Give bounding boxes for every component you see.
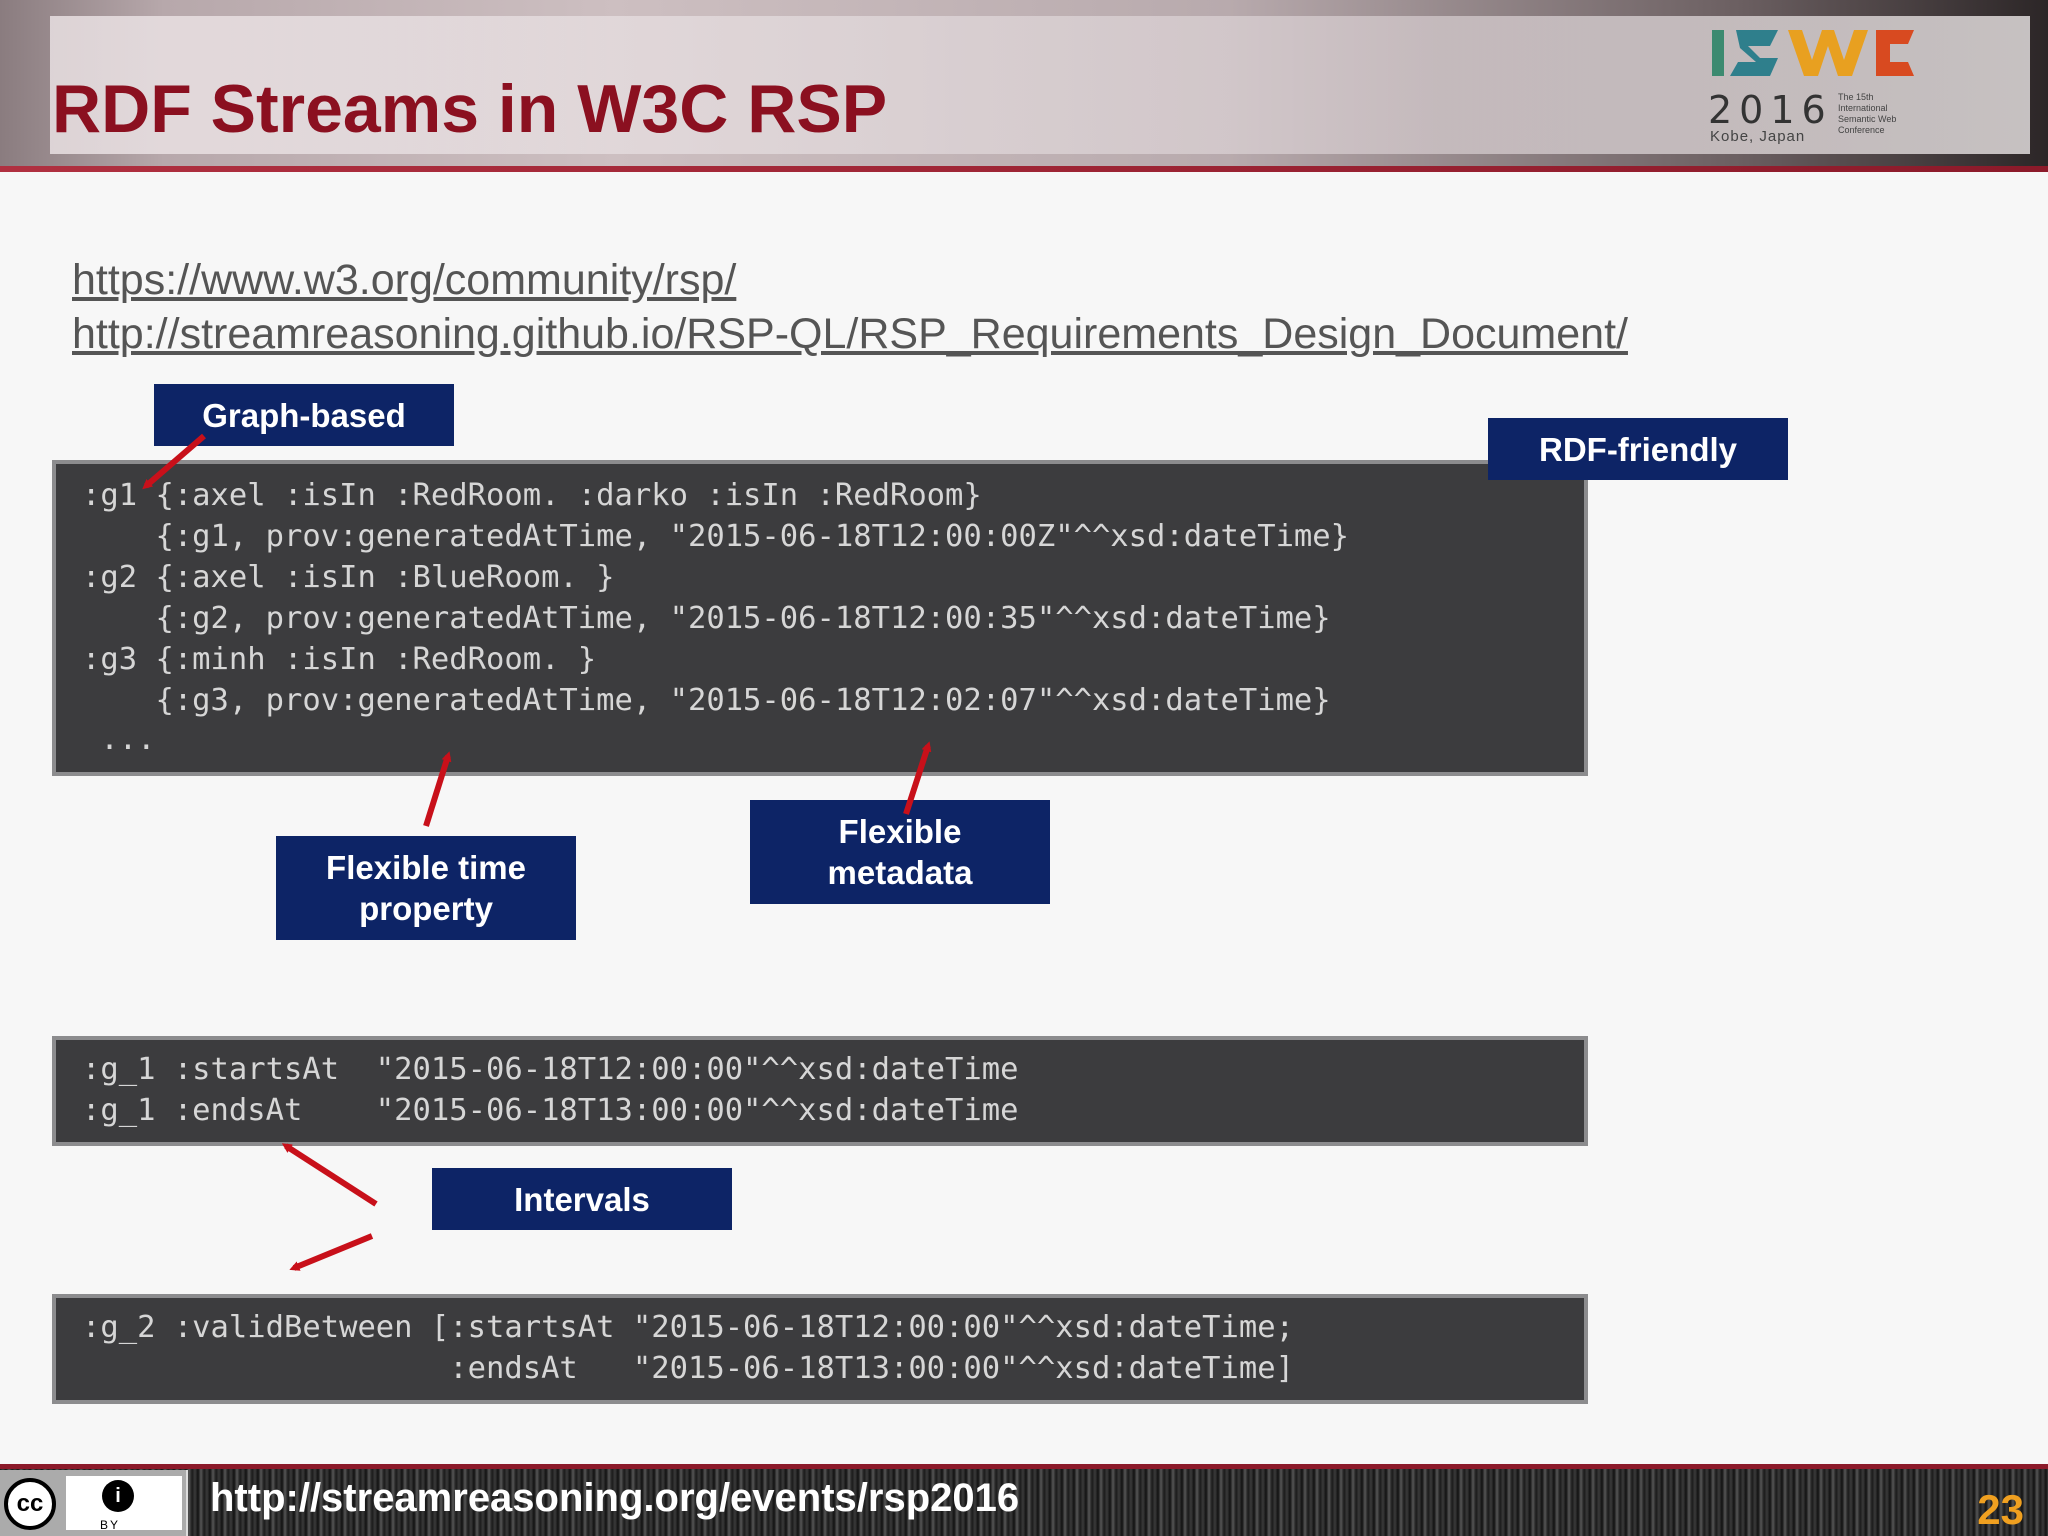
code-line: :g3 {:minh :isIn :RedRoom. }: [82, 642, 597, 677]
code-line: :g_2 :validBetween [:startsAt "2015-06-1…: [82, 1310, 1294, 1345]
slide-footer: [0, 1464, 2048, 1536]
page-number: 23: [1977, 1486, 2024, 1533]
code-line: ...: [82, 722, 156, 757]
logo-subtitle: The 15th International Semantic Web Conf…: [1838, 92, 1897, 135]
callout-label: RDF-friendly: [1539, 430, 1737, 468]
code-block-rdf-stream: :g1 {:axel :isIn :RedRoom. :darko :isIn …: [52, 460, 1588, 776]
code-line: :g_1 :startsAt "2015-06-18T12:00:00"^^xs…: [82, 1052, 1019, 1087]
callout-label: Flexible: [838, 813, 962, 850]
iswc-logo: 2016 Kobe, Japan The 15th International …: [1700, 24, 1920, 154]
cc-by-license-badge: cc i BY: [0, 1470, 188, 1536]
header-panel: [50, 16, 2030, 154]
link-rsp-requirements[interactable]: http://streamreasoning.github.io/RSP-QL/…: [72, 310, 1628, 358]
callout-intervals: Intervals: [432, 1168, 732, 1230]
attribution-person-icon: i: [102, 1480, 134, 1512]
callout-rdf-friendly: RDF-friendly: [1488, 418, 1788, 480]
creative-commons-icon: cc: [4, 1478, 56, 1530]
arrow-intervals-up: [281, 1143, 378, 1207]
link-w3c-rsp[interactable]: https://www.w3.org/community/rsp/: [72, 256, 737, 304]
header-rule: [0, 166, 2048, 172]
callout-label: Graph-based: [202, 396, 406, 434]
code-block-interval-1: :g_1 :startsAt "2015-06-18T12:00:00"^^xs…: [52, 1036, 1588, 1146]
code-line: {:g3, prov:generatedAtTime, "2015-06-18T…: [82, 683, 1331, 718]
code-line: :g2 {:axel :isIn :BlueRoom. }: [82, 560, 615, 595]
slide-header: [0, 0, 2048, 172]
slide-title: RDF Streams in W3C RSP: [52, 71, 888, 147]
iswc-logo-mark-icon: [1712, 30, 1914, 76]
callout-label: Flexible time: [326, 849, 526, 886]
footer-rule: [0, 1464, 2048, 1469]
code-line: {:g2, prov:generatedAtTime, "2015-06-18T…: [82, 601, 1331, 636]
code-line: :endsAt "2015-06-18T13:00:00"^^xsd:dateT…: [82, 1351, 1294, 1386]
callout-label: metadata: [827, 854, 973, 891]
arrow-intervals-down: [289, 1233, 374, 1271]
logo-place: Kobe, Japan: [1710, 128, 1806, 145]
code-line: {:g1, prov:generatedAtTime, "2015-06-18T…: [82, 519, 1350, 554]
callout-flexible-time-property: Flexible time property: [276, 836, 576, 940]
callout-label: property: [359, 890, 493, 927]
code-line: :g1 {:axel :isIn :RedRoom. :darko :isIn …: [82, 478, 982, 513]
callout-graph-based: Graph-based: [154, 384, 454, 446]
code-line: :g_1 :endsAt "2015-06-18T13:00:00"^^xsd:…: [82, 1093, 1019, 1128]
callout-label: Intervals: [514, 1180, 650, 1218]
cc-by-text: BY: [100, 1518, 121, 1532]
callout-flexible-metadata: Flexible metadata: [750, 800, 1050, 904]
footer-url-link[interactable]: http://streamreasoning.org/events/rsp201…: [210, 1476, 1020, 1520]
logo-year: 2016: [1708, 88, 1833, 132]
code-block-interval-2: :g_2 :validBetween [:startsAt "2015-06-1…: [52, 1294, 1588, 1404]
